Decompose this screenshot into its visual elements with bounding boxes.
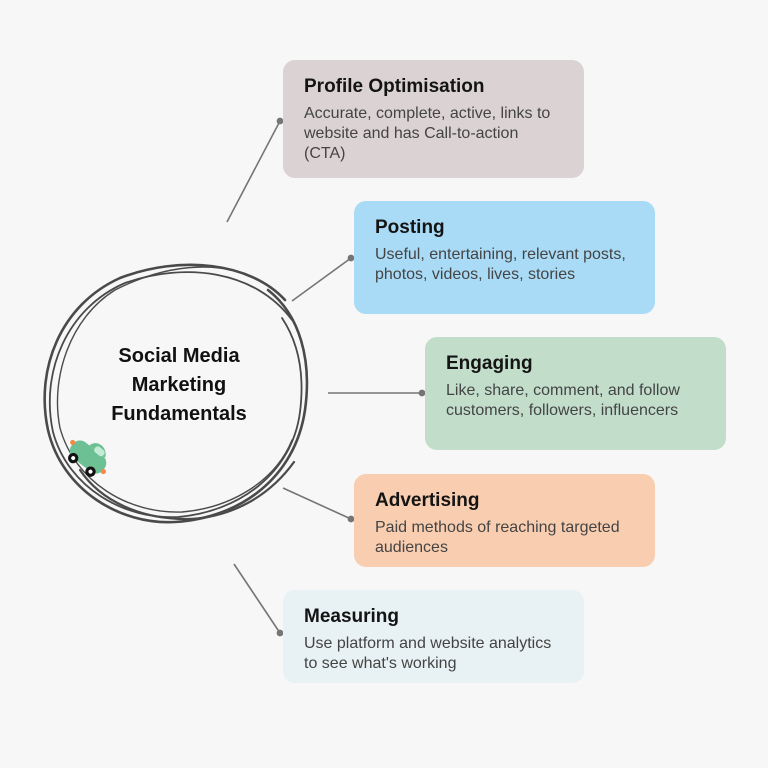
card-description: Like, share, comment, and follow custome…	[446, 382, 680, 419]
hub-title: Social Media Marketing Fundamentals	[84, 342, 274, 429]
car-icon	[67, 439, 107, 477]
hub-ring	[43, 263, 309, 524]
hub-title-line-1: Social Media	[118, 345, 240, 367]
card-title: Posting	[375, 217, 445, 238]
connector-measuring	[233, 563, 281, 634]
card-description: Accurate, complete, active, links to web…	[304, 105, 551, 162]
hub-title-line-3: Fundamentals	[111, 403, 247, 425]
card-title: Profile Optimisation	[304, 76, 485, 97]
connector-posting	[291, 257, 352, 302]
card-measuring: Measuring Use platform and website analy…	[283, 590, 584, 683]
connector-advertising	[282, 487, 352, 520]
card-title: Advertising	[375, 490, 480, 511]
card-title: Measuring	[304, 606, 400, 627]
card-advertising: Advertising Paid methods of reaching tar…	[354, 474, 655, 567]
card-description: Paid methods of reaching targeted audien…	[375, 519, 620, 556]
card-description: Use platform and website analytics to se…	[304, 635, 552, 672]
card-engaging: Engaging Like, share, comment, and follo…	[425, 337, 726, 450]
connectors	[226, 117, 426, 637]
card-posting: Posting Useful, entertaining, relevant p…	[354, 201, 655, 314]
card-description: Useful, entertaining, relevant posts, ph…	[375, 246, 626, 283]
connector-profile	[226, 120, 281, 223]
hub-title-line-2: Marketing	[131, 374, 227, 396]
card-title: Engaging	[446, 353, 533, 374]
card-profile-optimisation: Profile Optimisation Accurate, complete,…	[283, 60, 584, 178]
